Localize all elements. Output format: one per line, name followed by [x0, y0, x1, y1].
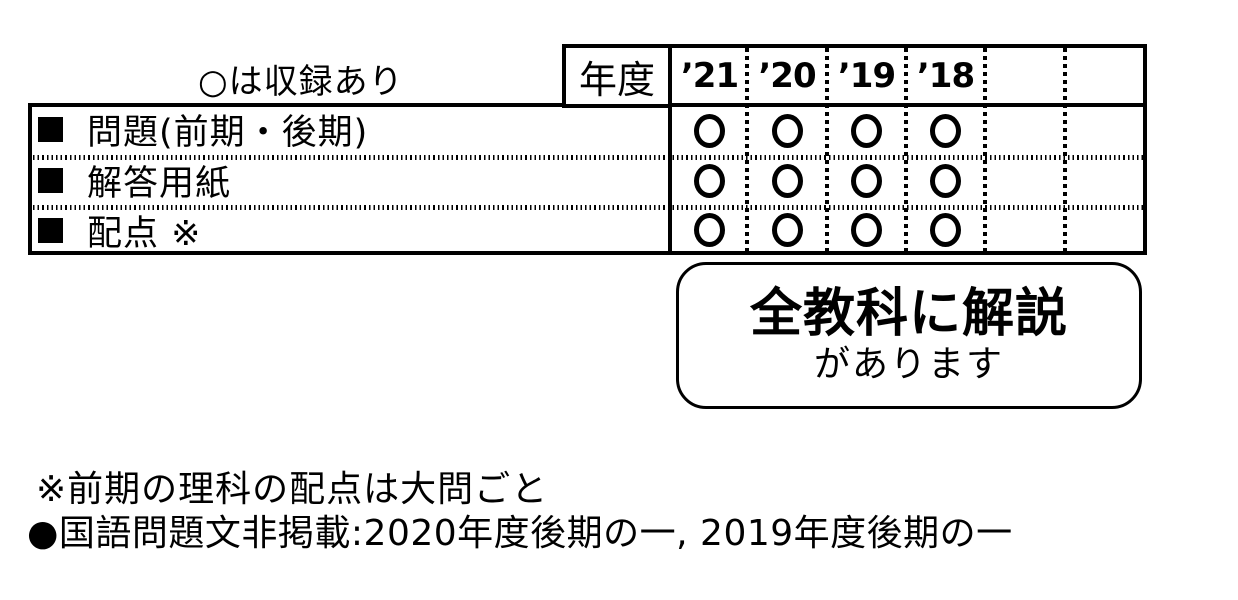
availability-circle [694, 114, 725, 148]
row-bullet-square [38, 116, 63, 142]
row-divider-dotted [33, 155, 1143, 160]
availability-circle [930, 114, 961, 148]
column-divider-dotted [1063, 48, 1067, 251]
column-divider-dotted [745, 48, 749, 251]
table-row: 問題(前期・後期) [38, 105, 368, 153]
table-row: 配点 ※ [38, 206, 201, 254]
row-label-text: 解答用紙 [87, 163, 232, 204]
year-column-label: ’21 [680, 56, 739, 96]
availability-circle [694, 164, 725, 198]
year-column-label: ’18 [916, 56, 975, 96]
row-label-text: 問題(前期・後期) [87, 112, 369, 153]
row-divider-dotted [33, 205, 1143, 210]
year-header-cell: 年度 [562, 44, 672, 108]
note-kokugo-omission: ●国語問題文非掲載:2020年度後期の一, 2019年度後期の一 [27, 513, 1013, 554]
column-divider-dotted [904, 48, 908, 251]
year-header-label: 年度 [578, 57, 655, 102]
legend-text: ○は収録あり [198, 62, 404, 102]
availability-circle [930, 213, 961, 247]
availability-circle [771, 114, 803, 148]
availability-circle [694, 213, 725, 247]
year-column-label: ’19 [837, 56, 896, 96]
availability-circle [771, 213, 803, 247]
row-bullet-square [38, 167, 63, 193]
callout-subtitle: があります [813, 343, 1004, 385]
availability-circle [771, 164, 803, 198]
availability-circle [851, 213, 882, 247]
column-divider-dotted [983, 48, 987, 251]
year-column-label: ’20 [758, 56, 816, 96]
row-bullet-square [38, 217, 63, 243]
callout-title: 全教科に解説 [749, 284, 1068, 345]
table-row: 解答用紙 [38, 156, 231, 204]
availability-circle [851, 114, 882, 148]
availability-circle [851, 164, 882, 198]
row-label-text: 配点 ※ [87, 213, 202, 254]
column-divider-dotted [825, 48, 829, 251]
note-scoring: ※前期の理科の配点は大問ごと [36, 469, 549, 510]
explanation-callout: 全教科に解説 があります [676, 262, 1142, 409]
availability-circle [930, 164, 961, 198]
